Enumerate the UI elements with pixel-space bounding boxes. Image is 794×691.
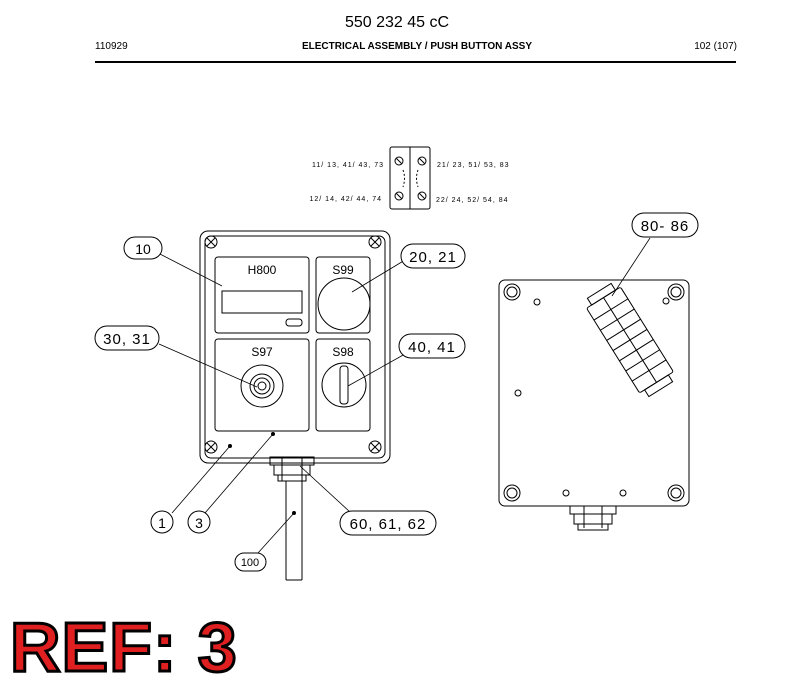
callout-3: 3 bbox=[187, 510, 211, 534]
callout-40-41: 40, 41 bbox=[398, 333, 466, 359]
callout-30-31-label: 30, 31 bbox=[103, 331, 151, 348]
terminal-label-top-right: 21/ 23, 51/ 53, 83 bbox=[437, 162, 510, 169]
callout-20-21-label: 20, 21 bbox=[409, 249, 457, 266]
callout-100: 100 bbox=[234, 552, 267, 572]
terminal-label-top-left: 11/ 13, 41/ 43, 73 bbox=[312, 162, 384, 169]
panel-label-s99: S99 bbox=[332, 263, 354, 277]
callout-10-label: 10 bbox=[135, 241, 151, 257]
rear-enclosure bbox=[498, 279, 690, 531]
section-title: ELECTRICAL ASSEMBLY / PUSH BUTTON ASSY bbox=[301, 41, 533, 52]
panel-label-h800: H800 bbox=[248, 263, 277, 277]
front-enclosure bbox=[199, 230, 391, 581]
callout-20-21: 20, 21 bbox=[400, 243, 466, 269]
terminal-diagram bbox=[389, 146, 431, 210]
terminal-label-bottom-left: 12/ 14, 42/ 44, 74 bbox=[310, 196, 383, 203]
reference-stamp: REF: 3 bbox=[9, 608, 239, 686]
callout-60-61-62-label: 60, 61, 62 bbox=[350, 516, 427, 533]
header-rule bbox=[95, 61, 736, 63]
date-code: 110929 bbox=[95, 41, 128, 52]
callout-1-label: 1 bbox=[158, 515, 166, 531]
panel-label-s97: S97 bbox=[251, 345, 273, 359]
callout-10: 10 bbox=[123, 236, 163, 260]
callout-60-61-62: 60, 61, 62 bbox=[339, 510, 437, 536]
callout-1: 1 bbox=[150, 510, 174, 534]
page-number: 102 (107) bbox=[694, 41, 737, 52]
callout-3-label: 3 bbox=[195, 515, 203, 531]
terminal-label-bottom-right: 22/ 24, 52/ 54, 84 bbox=[436, 197, 509, 204]
callout-80-86-label: 80- 86 bbox=[641, 218, 690, 235]
callout-30-31: 30, 31 bbox=[94, 325, 160, 351]
callout-100-label: 100 bbox=[241, 557, 259, 569]
document-number: 550 232 45 cC bbox=[344, 14, 450, 31]
leader-lines bbox=[157, 237, 651, 554]
panel-label-s98: S98 bbox=[332, 345, 354, 359]
callout-80-86: 80- 86 bbox=[631, 212, 699, 238]
callout-40-41-label: 40, 41 bbox=[408, 339, 456, 356]
